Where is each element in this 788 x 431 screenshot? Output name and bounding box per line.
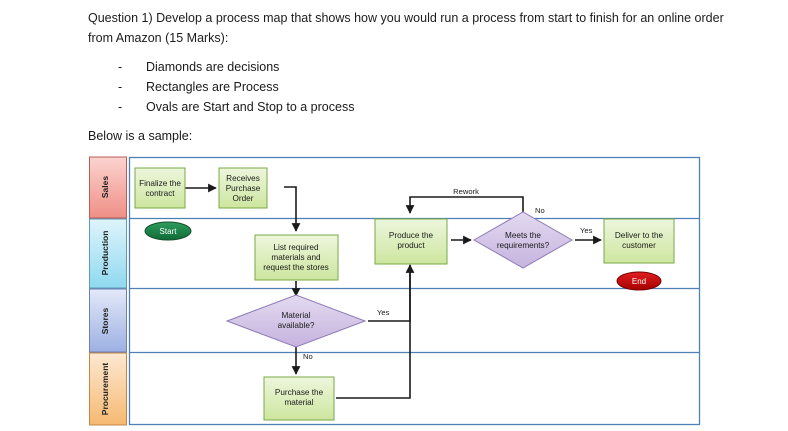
bullet-list: - Diamonds are decisions - Rectangles ar… (118, 57, 718, 117)
node-label-line: Material (281, 311, 310, 320)
node-material-available-decision[interactable]: Material available? (225, 294, 367, 348)
node-label-end: End (632, 277, 646, 286)
sample-intro: Below is a sample: (88, 129, 193, 143)
node-meets-the-requirements-decision[interactable]: Meets the requirements? (472, 211, 574, 269)
node-label-line: customer (622, 241, 656, 250)
edge-label-rework: Rework (453, 187, 479, 196)
node-label-line: Deliver to the (615, 231, 664, 240)
node-label-line: Purchase the (275, 388, 324, 397)
connectors (185, 183, 602, 399)
node-end-terminator[interactable]: End (616, 271, 662, 291)
node-label-line: Purchase (226, 184, 261, 193)
bullet-text: Diamonds are decisions (146, 60, 280, 74)
node-label-line: requirements? (497, 241, 550, 250)
list-item: - Diamonds are decisions (118, 57, 718, 77)
node-label-line: contract (145, 189, 175, 198)
node-label-line: available? (278, 321, 315, 330)
node-label-line: materials and (271, 253, 321, 262)
lane-header-production: Production (89, 218, 127, 289)
node-label-start: Start (160, 227, 178, 236)
bullet-text: Ovals are Start and Stop to a process (146, 100, 355, 114)
node-finalize-the-contract[interactable]: Finalize the contract (134, 167, 186, 209)
node-purchase-the-material[interactable]: Purchase the material (263, 376, 335, 421)
node-label-line: material (284, 398, 313, 407)
node-deliver-to-the-customer[interactable]: Deliver to the customer (603, 218, 675, 264)
edge-purchase-to-produce (336, 265, 411, 399)
node-receives-purchase-order[interactable]: Receives Purchase Order (218, 167, 268, 209)
node-label-line: List required (273, 243, 319, 252)
lane-label-production: Production (100, 231, 110, 276)
edge-label-meets-no: No (535, 206, 545, 215)
lane-label-procurement: Procurement (100, 363, 110, 416)
question-heading: Question 1) Develop a process map that s… (88, 11, 724, 45)
bullet-marker: - (118, 80, 123, 94)
lane-header-procurement: Procurement (89, 352, 127, 426)
lane-label-sales: Sales (100, 176, 110, 198)
bullet-text: Rectangles are Process (146, 80, 279, 94)
bullet-marker: - (118, 100, 123, 114)
process-map-diagram: Sales Production Stores Procurement (88, 155, 702, 427)
node-produce-the-product[interactable]: Produce the product (374, 218, 448, 265)
lane-header-sales: Sales (89, 156, 127, 219)
node-label-line: request the stores (263, 263, 329, 272)
edge-label-material-yes: Yes (377, 308, 390, 317)
edge-meets-no-rework (405, 196, 524, 214)
node-label-line: Finalize the (139, 179, 181, 188)
node-label-line: Receives (226, 174, 260, 183)
edge-label-meets-yes: Yes (580, 226, 593, 235)
node-list-required-materials[interactable]: List required materials and request the … (254, 234, 339, 281)
edge-receives-to-list (284, 186, 301, 232)
node-label-line: Meets the (505, 231, 541, 240)
node-label-line: product (397, 241, 425, 250)
edge-label-material-no: No (303, 352, 313, 361)
edge-labels: Rework No Yes Yes No (303, 187, 593, 361)
list-item: - Rectangles are Process (118, 77, 718, 97)
node-start-terminator[interactable]: Start (144, 221, 192, 241)
bullet-marker: - (118, 60, 123, 74)
node-label-line: Produce the (389, 231, 434, 240)
node-label-line: Order (233, 194, 254, 203)
list-item: - Ovals are Start and Stop to a process (118, 97, 718, 117)
lane-label-stores: Stores (100, 308, 110, 335)
lane-header-stores: Stores (89, 288, 127, 353)
